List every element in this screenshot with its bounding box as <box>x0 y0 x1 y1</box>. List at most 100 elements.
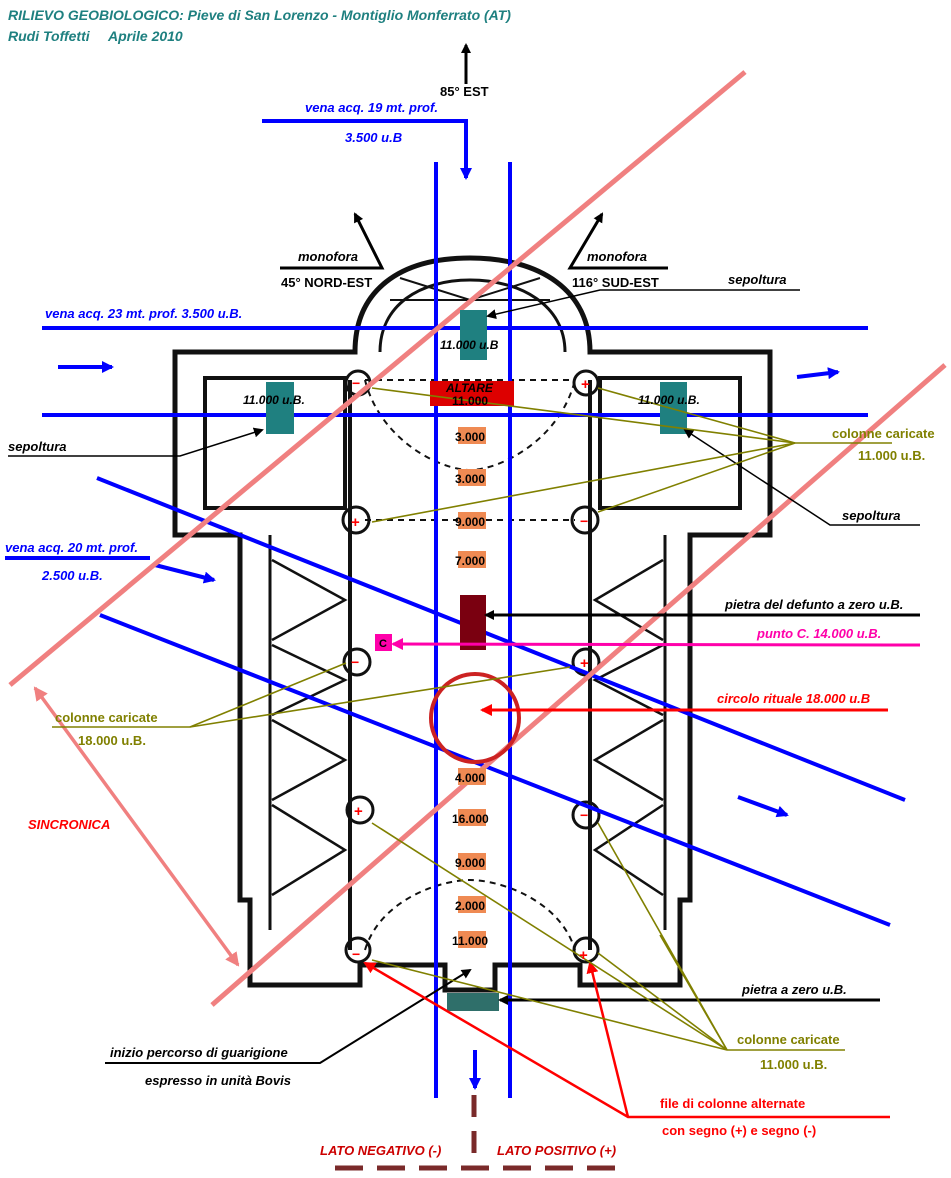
value-box <box>458 896 486 913</box>
value-box <box>458 551 486 568</box>
pillar <box>571 800 601 830</box>
healing-line2: espresso in unità Bovis <box>145 1073 291 1088</box>
pillar <box>342 647 372 677</box>
pillar <box>570 505 600 535</box>
burial-right-leader <box>683 428 920 526</box>
altar <box>430 381 514 406</box>
side-divider <box>335 1095 620 1171</box>
healing-leader <box>105 968 472 1064</box>
pillar <box>572 936 600 964</box>
point-c-marker <box>375 634 392 651</box>
alternate-leaders <box>363 961 890 1119</box>
vein23-label: vena acq. 23 mt. prof. 3.500 u.B. <box>45 306 242 321</box>
ritual-circle-label: circolo rituale 18.000 u.B <box>717 691 870 706</box>
apse-value: 11.000 u.B <box>440 338 499 352</box>
right-chapel-wall <box>598 376 742 510</box>
dead-stone-label: pietra del defunto a zero u.B. <box>724 597 903 612</box>
nave-value-boxes <box>458 427 486 948</box>
negative-side-label: LATO NEGATIVO (-) <box>320 1143 441 1158</box>
columns-left-line2: 18.000 u.B. <box>78 733 146 748</box>
water-veins <box>5 119 906 1098</box>
point-c-mark: C <box>379 638 387 650</box>
nave-value: 9.000 <box>455 515 485 529</box>
apse-inner <box>378 278 567 353</box>
column-sign: + <box>581 376 590 393</box>
positive-side-label: LATO POSITIVO (+) <box>497 1143 616 1158</box>
vein20-line1: vena acq. 20 mt. prof. <box>5 540 138 555</box>
zero-stone <box>447 993 499 1011</box>
altar-value: 11.000 <box>452 394 488 408</box>
left-angle-label: 45° NORD-EST <box>281 275 372 290</box>
value-box <box>458 768 486 785</box>
nave-value: 3.000 <box>455 430 485 444</box>
pillar <box>345 795 375 825</box>
column-sign: − <box>580 807 588 823</box>
black-leaders <box>8 43 920 1064</box>
nave-value: 16.000 <box>452 812 489 826</box>
flow-arrow <box>796 367 840 380</box>
value-box <box>458 512 486 529</box>
alternate-line2: con segno (+) e segno (-) <box>662 1123 816 1138</box>
sincronica-label: SINCRONICA <box>28 817 110 832</box>
sincronica-lines <box>8 70 947 1007</box>
burial-left <box>266 382 294 434</box>
burial-left-label: sepoltura <box>8 439 67 454</box>
columns-top-right-line1: colonne caricate <box>832 426 935 441</box>
header-author: Rudi Toffetti <box>8 28 91 44</box>
column-leader <box>371 959 728 1051</box>
nave-value: 7.000 <box>455 554 485 568</box>
pillars <box>341 369 601 964</box>
column-sign: − <box>352 946 360 962</box>
column-sign: − <box>352 375 360 391</box>
nave-value: 11.000 <box>452 934 488 948</box>
nave-arch-bottom <box>364 878 576 951</box>
column-leader <box>371 822 728 1051</box>
right-window-label: monofora <box>587 249 647 264</box>
value-box <box>458 809 486 826</box>
burial-apse <box>460 310 487 360</box>
columns-bottom-right-line2: 11.000 u.B. <box>760 1057 827 1072</box>
flow-arrow <box>737 795 789 818</box>
right-aisle-vaults <box>592 558 664 897</box>
columns-left-line1: colonne caricate <box>55 710 158 725</box>
columns-bottom-right-line1: colonne caricate <box>737 1032 840 1047</box>
burial-right-label: sepoltura <box>842 508 901 523</box>
value-box <box>458 931 486 948</box>
sincronica-line-1 <box>8 70 747 687</box>
point-c-leader <box>391 638 921 651</box>
burial-left-leader <box>8 427 264 457</box>
olive-leaders <box>52 387 892 1051</box>
vein19-line1: vena acq. 19 mt. prof. <box>305 100 438 115</box>
column-sign: − <box>580 513 588 529</box>
right-chapel-value: 11.000 u.B. <box>638 393 700 407</box>
column-sign: + <box>579 947 588 964</box>
dead-stone <box>460 595 486 650</box>
column-sign: + <box>354 803 363 820</box>
vein-diagonal-2 <box>99 613 891 927</box>
column-leader <box>597 387 796 444</box>
header-date: Aprile 2010 <box>107 28 183 44</box>
column-sign: + <box>580 655 589 672</box>
right-angle-label: 116° SUD-EST <box>572 275 659 290</box>
vein19-line2: 3.500 u.B <box>345 130 402 145</box>
right-monofora-arrow <box>567 212 668 270</box>
column-sign: − <box>351 654 359 670</box>
column-leader <box>371 442 796 523</box>
columns-top-right-line2: 11.000 u.B. <box>858 448 925 463</box>
orientation-main: 85° EST <box>440 84 489 99</box>
left-monofora-arrow <box>280 212 385 270</box>
left-chapel-wall <box>203 376 347 510</box>
pillar <box>344 936 372 964</box>
column-leader <box>659 934 728 1051</box>
nave-value: 4.000 <box>455 771 485 785</box>
left-window-label: monofora <box>298 249 358 264</box>
nave-value: 3.000 <box>455 472 485 486</box>
zero-stone-label: pietra a zero u.B. <box>741 982 847 997</box>
text-layer: RILIEVO GEOBIOLOGICO: Pieve di San Loren… <box>5 7 935 1158</box>
flow-arrow <box>154 563 216 584</box>
nave-value: 2.000 <box>455 899 485 913</box>
column-leader <box>189 666 571 728</box>
left-chapel-value: 11.000 u.B. <box>243 393 305 407</box>
sincronica-line-2 <box>210 363 947 1007</box>
